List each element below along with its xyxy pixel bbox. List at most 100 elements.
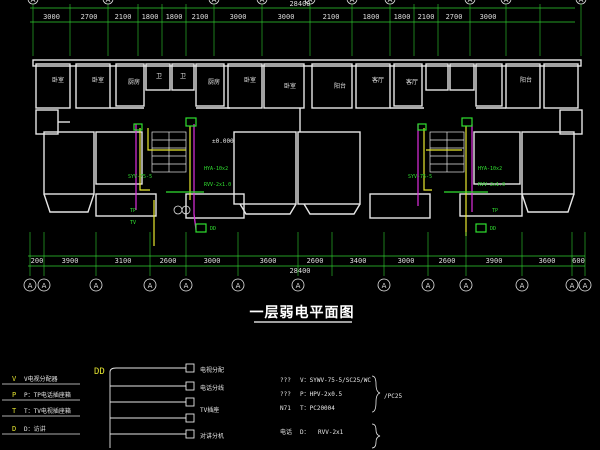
axis-bubble: A: [575, 0, 587, 5]
axis-label: A: [260, 0, 265, 4]
axis-label: A: [504, 0, 509, 4]
bottom-dimension-ticks: [29, 232, 586, 276]
legend-left-letter-v: V: [12, 375, 17, 383]
axis-label: A: [570, 282, 575, 290]
top-dimension-value: 1800: [166, 13, 183, 21]
bottom-dimension-value: 3000: [204, 257, 221, 265]
room-label: 阳台: [334, 82, 346, 90]
legend-right-code-3: N71: [280, 405, 291, 412]
legend-right-code-1: ???: [280, 377, 291, 384]
riser-label-right-3: RVV-2x1.0: [478, 182, 505, 188]
stair-right: [429, 131, 465, 173]
top-dimension-value: 2700: [446, 13, 463, 21]
top-dimension-value: 2700: [81, 13, 98, 21]
room-label: 厨房: [128, 78, 140, 86]
legend-right-brace: [371, 375, 381, 413]
room-label: 卧室: [52, 76, 64, 84]
bottom-dimension-value: 3000: [398, 257, 415, 265]
bottom-dimension-value: 3900: [62, 257, 79, 265]
axis-label: A: [468, 0, 473, 4]
axis-label: A: [42, 282, 47, 290]
room-label: 卧室: [284, 82, 296, 90]
axis-bubble: A: [377, 278, 391, 292]
branch-label-3: TV插座: [200, 406, 219, 414]
legend-right-text-1: V：SYWV-75-5/SC25/WC: [300, 377, 371, 384]
axis-bubble: A: [384, 0, 396, 5]
axis-bubble: A: [23, 278, 37, 292]
box-label-left-3: DD: [210, 226, 216, 232]
total-dimension-bottom: 28400: [289, 267, 310, 275]
branch-label-1: 电视分配: [200, 366, 224, 374]
bottom-dimension-value: 3900: [486, 257, 503, 265]
legend-left-text-v: V电视分配器: [24, 375, 58, 383]
top-dimension-value: 2100: [192, 13, 209, 21]
floor-plan: [32, 59, 583, 219]
bottom-dimension-chain: 28400 200 3900 3100 2600 3000 3600 2600 3400 300…: [23, 232, 592, 292]
axis-bubble: A: [231, 278, 245, 292]
room-label: 卧室: [92, 76, 104, 84]
legend-left-letter-p: P: [12, 391, 16, 399]
axis-label: A: [236, 282, 241, 290]
riser-label-left-2: HYA-10x2: [204, 166, 228, 172]
bottom-dimension-value: 2600: [160, 257, 177, 265]
box-label-right-3: DD: [490, 226, 496, 232]
legend-left-header: DD: [94, 367, 105, 377]
bottom-dimension-value: 2600: [439, 257, 456, 265]
axis-label: A: [388, 0, 393, 4]
axis-label: A: [583, 282, 588, 290]
room-label: 阳台: [520, 76, 532, 84]
wiring-right: [417, 117, 488, 236]
axis-bubble: A: [89, 278, 103, 292]
axis-bubble: A: [208, 0, 220, 5]
axis-bubble: A: [421, 278, 435, 292]
room-label: 厨房: [208, 78, 220, 86]
axis-bubble: A: [500, 0, 512, 5]
axis-label: A: [308, 0, 313, 4]
legend-right-text-3: T：PC20004: [300, 405, 335, 412]
legend-right: ??? V：SYWV-75-5/SC25/WC ??? P：HPV-2x0.5 …: [280, 375, 402, 449]
top-dimension-value: 3000: [480, 13, 497, 21]
axis-label: A: [350, 0, 355, 4]
wiring-left: [133, 117, 207, 246]
stair-left: [151, 131, 187, 173]
riser-label-right-2: HYA-10x2: [478, 166, 502, 172]
top-dimension-value: 2100: [323, 13, 340, 21]
room-label: 卫: [156, 73, 162, 80]
axis-bubble: A: [27, 0, 39, 5]
axis-bubble: A: [515, 278, 529, 292]
axis-bubble: A: [179, 278, 193, 292]
room-label: 客厅: [372, 76, 384, 84]
room-label: 卫: [180, 73, 186, 80]
axis-label: A: [148, 282, 153, 290]
top-dimension-value: 2100: [418, 13, 435, 21]
branch-label-4: 对讲分机: [200, 432, 224, 440]
bottom-dimension-value: 3600: [260, 257, 277, 265]
axis-label: A: [212, 0, 217, 4]
bottom-dimension-value: 3400: [350, 257, 367, 265]
axis-label: A: [382, 282, 387, 290]
axis-bubble: A: [143, 278, 157, 292]
room-label: 卧室: [244, 76, 256, 84]
axis-bubble: A: [256, 0, 268, 5]
legend-left-text-t: T：TV电视插座箱: [24, 407, 71, 415]
axis-label: A: [426, 282, 431, 290]
riser-label-left-3: RVV-2x1.0: [204, 182, 231, 188]
bottom-dimension-value: 600: [572, 257, 585, 265]
bottom-dimension-value: 200: [31, 257, 44, 265]
bottom-dimension-value: 3100: [115, 257, 132, 265]
total-dimension-top: 28400: [289, 0, 310, 8]
axis-label: A: [464, 282, 469, 290]
top-dimension-value: 1800: [363, 13, 380, 21]
axis-bubble: A: [37, 278, 51, 292]
top-dimension-value: 3000: [230, 13, 247, 21]
axis-label: A: [94, 282, 99, 290]
top-dimension-value: 2100: [115, 13, 132, 21]
box-label-left-2: TV: [130, 220, 136, 226]
legend-right-last-mid: D：: [300, 429, 310, 436]
legend-left-letter-t: T: [12, 407, 17, 415]
